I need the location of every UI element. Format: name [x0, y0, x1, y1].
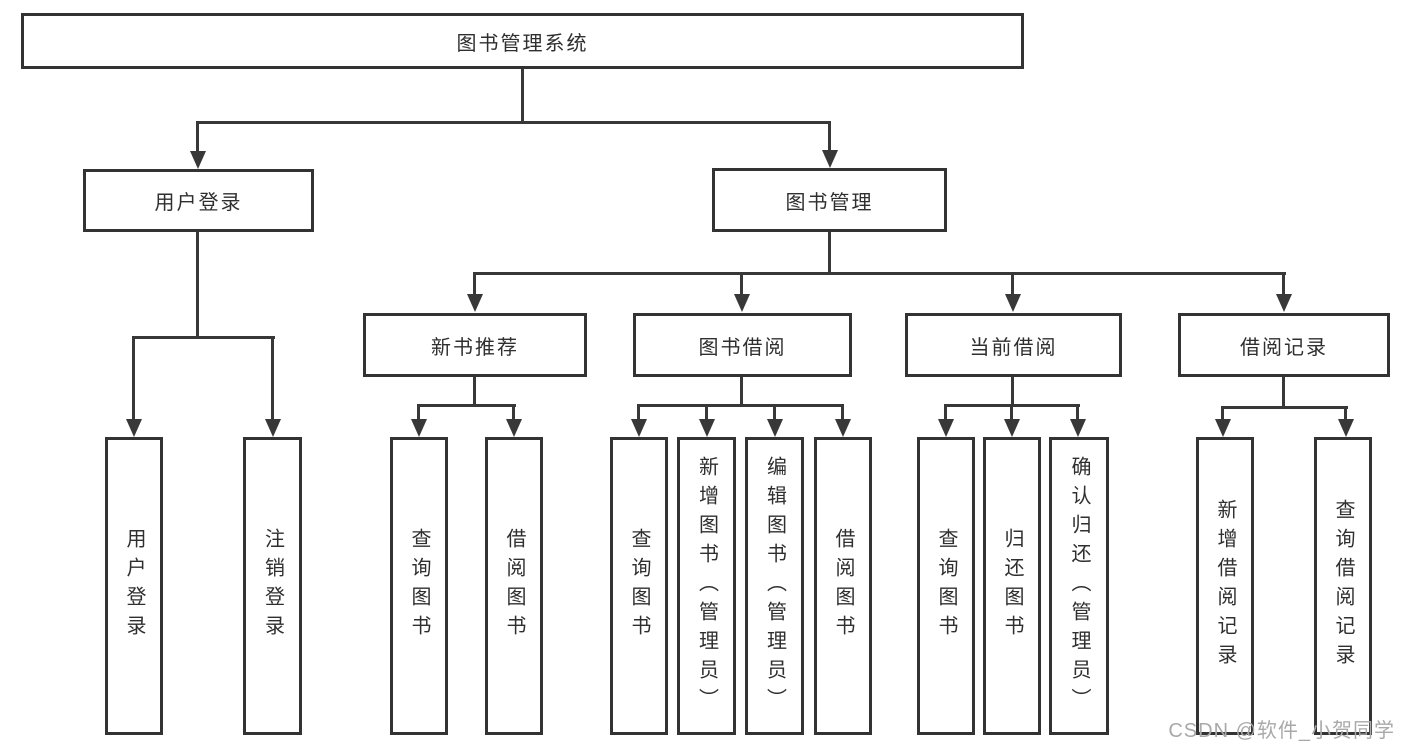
connector-line [473, 272, 476, 298]
arrowhead-down-icon [1215, 419, 1231, 437]
connector-line [1011, 377, 1014, 407]
connector-line [637, 404, 640, 421]
connector-line [1010, 404, 1013, 421]
connector-line [944, 404, 947, 421]
leaf-br-query-record: 查询借阅记录 [1314, 437, 1372, 735]
connector-line [828, 121, 831, 152]
connector-line [1282, 272, 1285, 298]
connector-line [512, 404, 515, 421]
connector-line [1221, 406, 1348, 409]
connector-line [521, 69, 524, 123]
leaf-bb-edit-books: 编辑图书（管理员） [745, 437, 804, 735]
connector-line [1344, 406, 1347, 421]
arrowhead-down-icon [699, 419, 715, 437]
connector-line [773, 404, 776, 421]
arrowhead-down-icon [1005, 294, 1021, 312]
connector-line [1221, 406, 1224, 421]
arrowhead-down-icon [190, 151, 206, 169]
connector-line [1076, 404, 1079, 421]
connector-line [828, 231, 831, 275]
arrowhead-down-icon [411, 419, 427, 437]
leaf-bb-borrow-books: 借阅图书 [814, 437, 872, 735]
connector-line [705, 404, 708, 421]
connector-line [196, 121, 831, 124]
leaf-cb-confirm-return: 确认归还（管理员） [1049, 437, 1109, 735]
leaf-bb-query-books: 查询图书 [610, 437, 668, 735]
connector-line [196, 121, 199, 153]
leaf-rec-borrow-books: 借阅图书 [485, 437, 543, 735]
connector-line [637, 404, 844, 407]
connector-line [740, 272, 743, 298]
node-current-borrow: 当前借阅 [905, 313, 1122, 377]
arrowhead-down-icon [835, 419, 851, 437]
leaf-br-add-record: 新增借阅记录 [1196, 437, 1254, 735]
connector-line [841, 404, 844, 421]
connector-line [132, 336, 135, 421]
leaf-cb-query-books: 查询图书 [917, 437, 975, 735]
arrowhead-down-icon [631, 419, 647, 437]
connector-line [473, 272, 1286, 275]
connector-line [132, 336, 275, 339]
connector-line [417, 404, 516, 407]
node-new-book-recommend: 新书推荐 [363, 313, 587, 377]
arrowhead-down-icon [1070, 419, 1086, 437]
arrowhead-down-icon [767, 419, 783, 437]
arrowhead-down-icon [1338, 419, 1354, 437]
arrowhead-down-icon [734, 294, 750, 312]
connector-line [417, 404, 420, 421]
arrowhead-down-icon [126, 419, 142, 437]
node-root: 图书管理系统 [21, 13, 1024, 69]
arrowhead-down-icon [938, 419, 954, 437]
leaf-rec-query-books: 查询图书 [390, 437, 448, 735]
node-user-login: 用户登录 [83, 169, 314, 232]
leaf-cb-return-books: 归还图书 [983, 437, 1041, 735]
leaf-logout: 注销登录 [243, 437, 302, 735]
connector-line [196, 231, 199, 339]
connector-line [1011, 272, 1014, 298]
arrowhead-down-icon [265, 419, 281, 437]
arrowhead-down-icon [1004, 419, 1020, 437]
watermark: CSDN @软件_小贺同学 [1168, 720, 1395, 742]
leaf-bb-add-books: 新增图书（管理员） [677, 437, 736, 735]
arrowhead-down-icon [506, 419, 522, 437]
arrowhead-down-icon [822, 150, 838, 168]
connector-line [740, 377, 743, 407]
node-borrow-records: 借阅记录 [1178, 313, 1390, 377]
connector-line [1282, 377, 1285, 409]
node-book-management: 图书管理 [712, 168, 947, 232]
node-book-borrow: 图书借阅 [633, 313, 852, 377]
connector-line [271, 336, 274, 421]
arrowhead-down-icon [1276, 294, 1292, 312]
leaf-user-login: 用户登录 [105, 437, 163, 735]
arrowhead-down-icon [467, 294, 483, 312]
connector-line [473, 374, 476, 407]
